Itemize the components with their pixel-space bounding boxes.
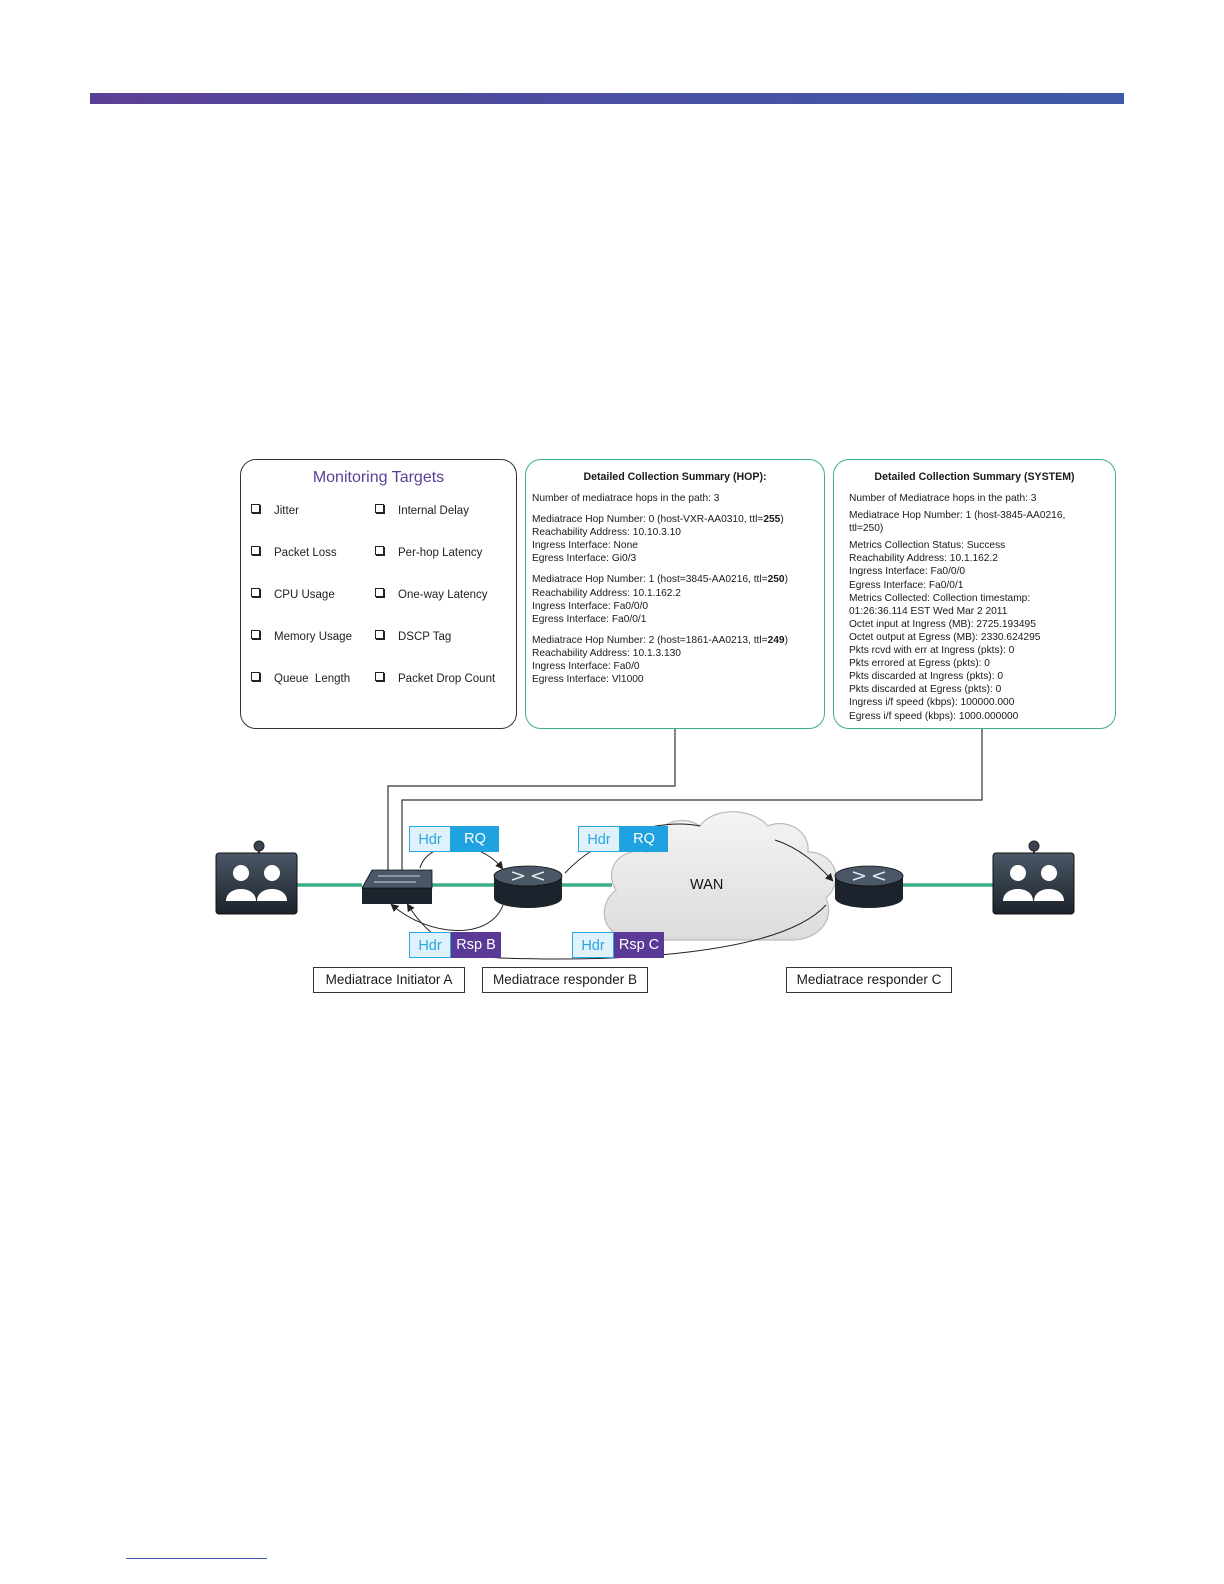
packet-rsp-b: Rsp B (451, 932, 501, 958)
metric-line: Egress i/f speed (kbps): 1000.000000 (849, 710, 1019, 722)
checkbox-icon (251, 588, 260, 597)
system-hop-line: Mediatrace Hop Number: 1 (host-3845-AA02… (849, 510, 1066, 522)
metric-line: Ingress i/f speed (kbps): 100000.000 (849, 697, 1015, 709)
checklist-item: One-way Latency (375, 588, 488, 601)
system-count-line: Number of Mediatrace hops in the path: 3 (849, 493, 1037, 504)
video-endpoint-icon-left (215, 840, 298, 915)
packet-request-b: Hdr RQ (409, 826, 499, 852)
checkbox-icon (251, 672, 260, 681)
system-summary-body: Number of Mediatrace hops in the path: 3… (849, 492, 1111, 723)
packet-header: Hdr (572, 932, 614, 958)
checklist-item: Memory Usage (251, 630, 352, 643)
packet-rq: RQ (451, 826, 499, 852)
router-icon-c (834, 865, 904, 908)
responder-b-label: Mediatrace responder B (482, 967, 648, 993)
metric-line: Pkts discarded at Egress (pkts): 0 (849, 684, 1002, 696)
monitoring-targets-title: Monitoring Targets (312, 469, 445, 486)
initiator-a-label: Mediatrace Initiator A (313, 967, 465, 993)
metric-line: Pkts discarded at Ingress (pkts): 0 (849, 671, 1004, 683)
hop-ingress: Ingress Interface: Fa0/0/0 (532, 600, 649, 612)
hop-header-2: Mediatrace Hop Number: 2 (host=1861-AA02… (532, 634, 788, 646)
wan-label: WAN (690, 877, 724, 893)
video-endpoint-icon-right (992, 840, 1075, 915)
hop-count-line: Number of mediatrace hops in the path: 3 (532, 493, 720, 504)
metric-line: Ingress Interface: Fa0/0/0 (849, 566, 966, 578)
packet-response-c: Hdr Rsp C (572, 932, 664, 958)
checkbox-icon (375, 630, 384, 639)
hop-reachability: Reachability Address: 10.1.162.2 (532, 587, 681, 599)
checkbox-icon (375, 546, 384, 555)
packet-header: Hdr (409, 932, 451, 958)
system-summary-title: Detailed Collection Summary (SYSTEM) (874, 471, 1075, 483)
packet-header: Hdr (409, 826, 451, 852)
header-accent-bar (90, 93, 1124, 104)
checklist-item: Internal Delay (375, 504, 469, 517)
switch-icon (361, 869, 433, 904)
responder-c-label: Mediatrace responder C (786, 967, 952, 993)
hop-header-0: Mediatrace Hop Number: 0 (host-VXR-AA031… (532, 514, 784, 526)
packet-header: Hdr (578, 826, 620, 852)
metric-line: Metrics Collected: Collection timestamp: (849, 592, 1031, 604)
checkbox-icon (375, 504, 384, 513)
hop-header-1: Mediatrace Hop Number: 1 (host=3845-AA02… (532, 574, 788, 586)
checklist-item: Queue Length (251, 672, 350, 685)
system-summary-panel: Detailed Collection Summary (SYSTEM) Num… (833, 459, 1116, 729)
checkbox-icon (251, 546, 260, 555)
footer-rule (126, 1558, 267, 1559)
monitoring-targets-panel: Monitoring Targets Jitter Packet Loss CP… (240, 459, 517, 729)
metric-line: Octet output at Egress (MB): 2330.624295 (849, 631, 1041, 643)
metric-line: Pkts rcvd with err at Ingress (pkts): 0 (849, 645, 1015, 657)
packet-response-b: Hdr Rsp B (409, 932, 501, 958)
packet-rq: RQ (620, 826, 668, 852)
hop-egress: Egress Interface: Vl1000 (532, 674, 644, 686)
packet-rsp-c: Rsp C (614, 932, 664, 958)
checkbox-icon (375, 588, 384, 597)
hop-reachability: Reachability Address: 10.10.3.10 (532, 527, 681, 539)
metric-line: 01:26:36.114 EST Wed Mar 2 2011 (849, 605, 1008, 617)
checklist-item: Packet Drop Count (375, 672, 495, 685)
checkbox-icon (251, 630, 260, 639)
checklist-item: Jitter (251, 504, 299, 517)
system-hop-line: ttl=250) (849, 523, 884, 535)
hop-ingress: Ingress Interface: None (532, 540, 638, 552)
packet-request-c: Hdr RQ (578, 826, 668, 852)
hop-summary-body: Number of mediatrace hops in the path: 3… (532, 492, 820, 686)
checkbox-icon (251, 504, 260, 513)
metric-line: Octet input at Ingress (MB): 2725.193495 (849, 618, 1036, 630)
hop-ingress: Ingress Interface: Fa0/0 (532, 661, 640, 673)
hop-egress: Egress Interface: Gi0/3 (532, 553, 637, 565)
hop-summary-panel: Detailed Collection Summary (HOP): Numbe… (525, 459, 825, 729)
metric-line: Pkts errored at Egress (pkts): 0 (849, 658, 990, 670)
panel-connector-lines (387, 729, 983, 870)
hop-reachability: Reachability Address: 10.1.3.130 (532, 647, 681, 659)
router-icon-b (493, 865, 563, 908)
checkbox-icon (375, 672, 384, 681)
hop-egress: Egress Interface: Fa0/0/1 (532, 613, 647, 625)
checklist-item: Packet Loss (251, 546, 337, 559)
checklist-item: DSCP Tag (375, 630, 451, 643)
metric-line: Egress Interface: Fa0/0/1 (849, 579, 964, 591)
metric-line: Reachability Address: 10.1.162.2 (849, 553, 998, 565)
hop-summary-title: Detailed Collection Summary (HOP): (583, 471, 767, 483)
metric-line: Metrics Collection Status: Success (849, 540, 1006, 552)
checklist-item: CPU Usage (251, 588, 335, 601)
checklist-item: Per-hop Latency (375, 546, 482, 559)
